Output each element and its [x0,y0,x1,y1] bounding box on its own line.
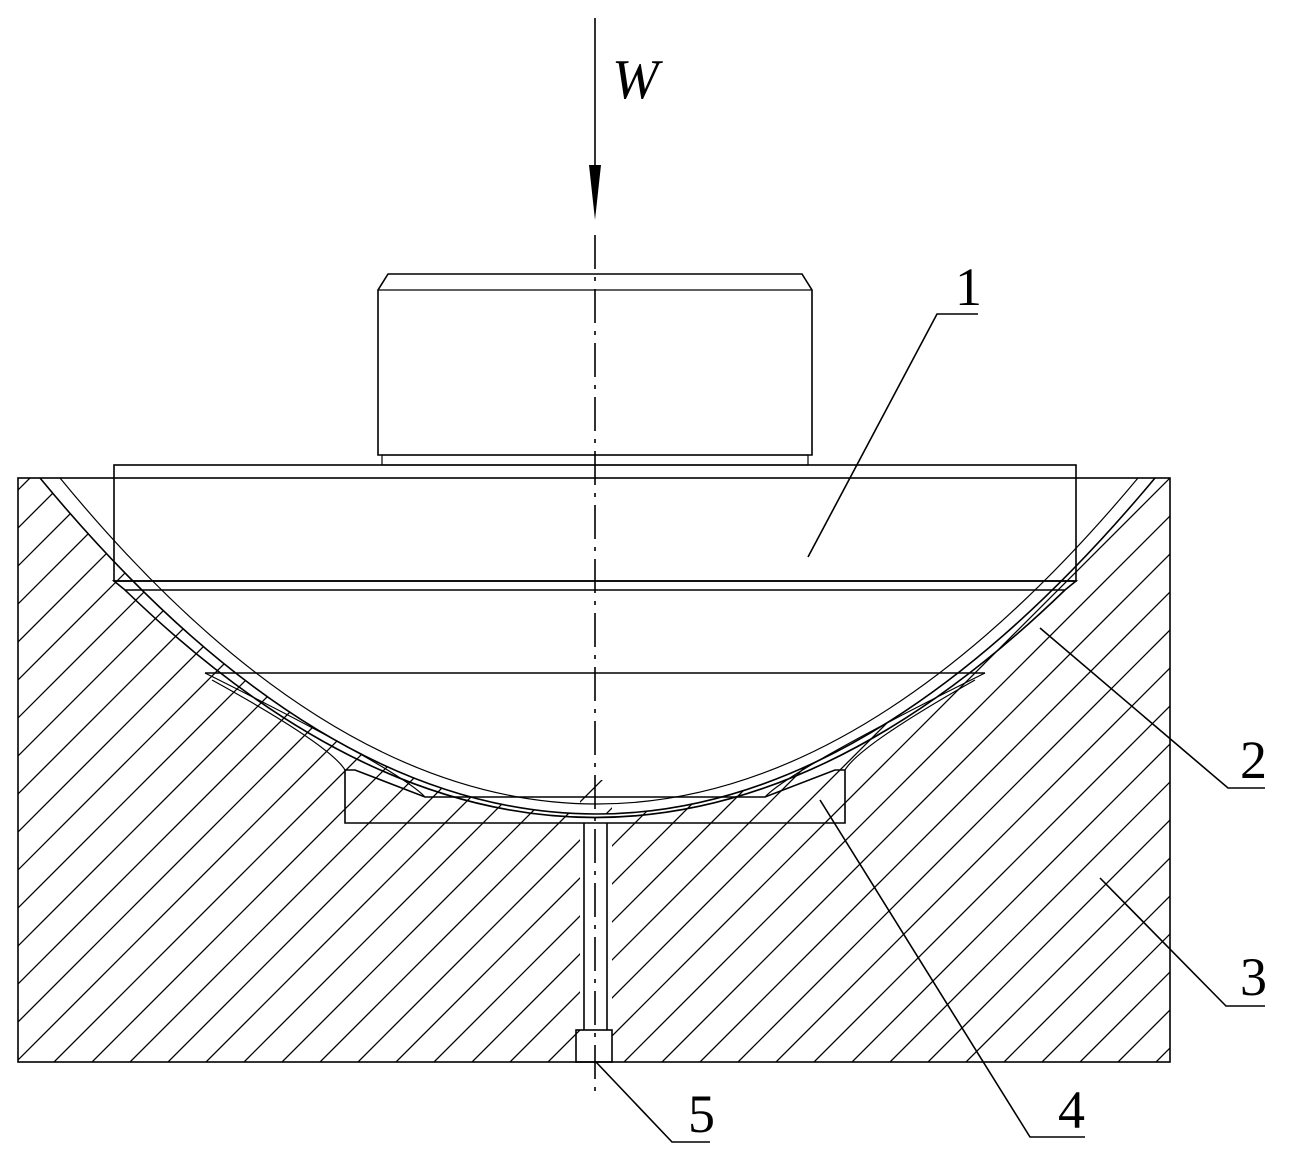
hatch-line [159,478,861,1062]
load-arrow-icon [589,165,601,220]
hatch-line [18,478,405,1062]
hatch-line [45,478,747,1062]
hatch-line [121,478,823,1062]
hatch-line [18,478,291,1062]
hatching [18,370,1297,1070]
hatch-line [18,478,481,1062]
bowl-surface [39,477,1156,815]
load-label: W [612,49,663,111]
hatch-line [995,478,1170,1062]
callout-1: 1 [955,257,982,317]
hatch-line [18,478,443,1062]
hatch-line [387,478,1089,1062]
callout-3: 3 [1240,947,1267,1007]
hatch-line [18,478,215,1062]
hatch-line [805,478,1170,1062]
callout-4: 4 [1058,1080,1085,1140]
hatch-line [18,478,519,1062]
bowl-liner [59,477,1139,805]
callout-2: 2 [1240,730,1267,790]
hatch-line [919,478,1170,1062]
callout-5: 5 [688,1084,715,1144]
hatch-line [463,478,1165,1062]
centerline [589,18,601,1095]
hatch-line [83,478,785,1062]
hatch-line [18,478,557,1062]
hatch-line [18,478,177,1062]
hatch-line [1109,478,1170,1062]
hatch-line [691,478,1170,1062]
hatch-line [425,478,1127,1062]
hatch-line [18,478,633,1062]
hatch-line [843,478,1170,1062]
hatch-line [18,478,139,1062]
hatch-line [273,478,975,1062]
hatch-line [18,478,101,1062]
hatch-line [1262,370,1297,1070]
leaders [595,313,1265,1143]
hatch-line [18,478,329,1062]
part-5-drain [575,823,613,1063]
part-4-bottom [344,769,846,824]
hatch-line [615,478,1170,1062]
hatch-line [235,478,937,1062]
hatch-line [1033,478,1170,1062]
hatch-line [881,478,1170,1062]
hatch-line [349,478,1051,1062]
hatch-line [767,478,1170,1062]
hatch-line [957,478,1170,1062]
base-block [17,370,1297,1070]
hatch-line [18,478,709,1062]
hatch-line [653,478,1170,1062]
hatch-line [577,478,1170,1062]
hatch-line [729,478,1170,1062]
